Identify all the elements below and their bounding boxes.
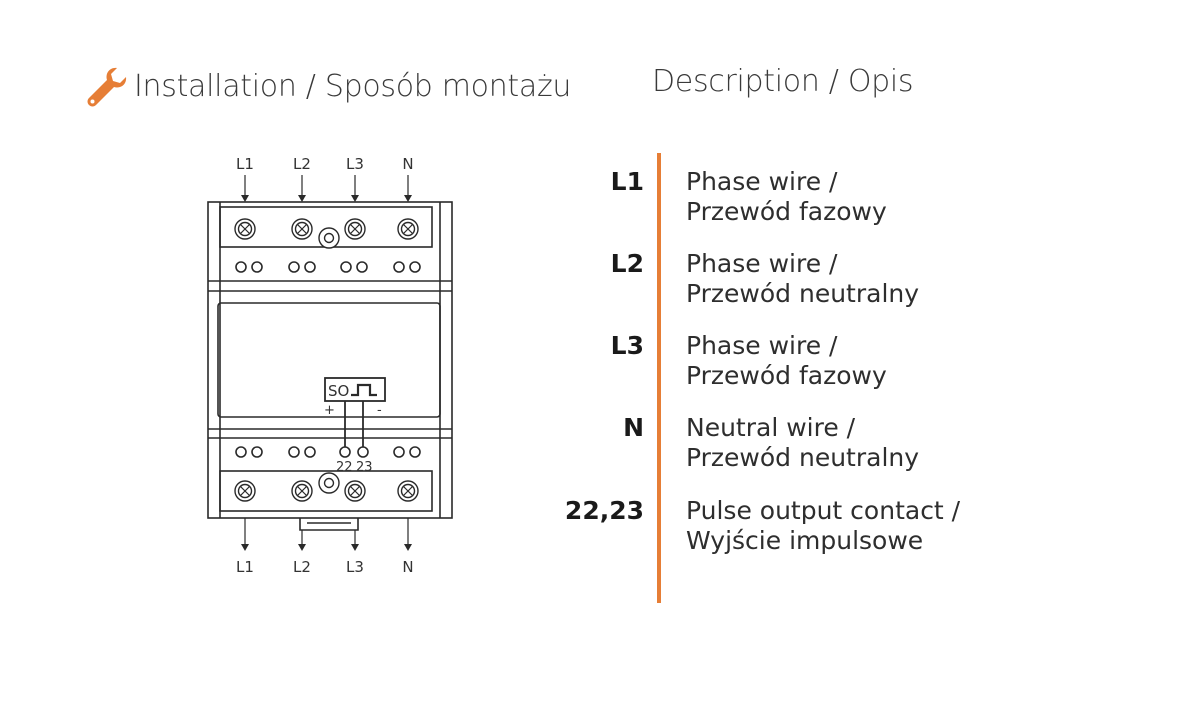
description-item-n: N Neutral wire / Przewód neutralny xyxy=(0,413,1200,483)
description-line-2: Przewód fazowy xyxy=(686,361,887,390)
meter-wiring-diagram: L1 L2 L3 N xyxy=(207,155,453,576)
installation-title: Installation / Sposób montażu xyxy=(134,68,572,104)
description-line-2: Przewód neutralny xyxy=(686,443,920,472)
description-text: Phase wire / Przewód fazowy xyxy=(686,167,887,227)
description-code: L1 xyxy=(610,167,644,196)
top-label-n: N xyxy=(402,155,413,173)
so-minus-label: - xyxy=(377,403,382,418)
description-code: L3 xyxy=(610,331,644,360)
so-pulse-output: SO + - xyxy=(324,377,386,448)
description-line-1: Phase wire / xyxy=(686,249,838,278)
description-code: 22,23 xyxy=(564,496,644,525)
bottom-label-l2: L2 xyxy=(293,558,311,576)
description-code: L2 xyxy=(610,249,644,278)
description-item-pulse: 22,23 Pulse output contact / Wyjście imp… xyxy=(0,496,1200,566)
description-item-l2: L2 Phase wire / Przewód neutralny xyxy=(0,249,1200,319)
description-text: Pulse output contact / Wyjście impulsowe xyxy=(686,496,960,556)
description-text: Neutral wire / Przewód neutralny xyxy=(686,413,919,473)
description-heading: Description / Opis xyxy=(652,64,914,99)
top-label-l3: L3 xyxy=(346,155,364,173)
bottom-label-l1: L1 xyxy=(236,558,254,576)
description-code: N xyxy=(623,413,644,442)
installation-heading: Installation / Sposób montażu xyxy=(84,64,571,108)
bottom-label-l3: L3 xyxy=(346,558,364,576)
wrench-icon xyxy=(87,67,127,107)
description-line-1: Phase wire / xyxy=(686,167,838,196)
description-line-1: Phase wire / xyxy=(686,331,838,360)
so-plus-label: + xyxy=(324,403,335,418)
description-line-2: Wyjście impulsowe xyxy=(686,526,924,555)
description-divider xyxy=(657,153,661,603)
description-item-l1: L1 Phase wire / Przewód fazowy xyxy=(0,167,1200,237)
description-text: Phase wire / Przewód neutralny xyxy=(686,249,919,309)
description-text: Phase wire / Przewód fazowy xyxy=(686,331,887,391)
description-line-2: Przewód fazowy xyxy=(686,197,887,226)
top-terminal-holes xyxy=(235,261,421,273)
top-label-l1: L1 xyxy=(236,155,254,173)
contact-label-22: 22 xyxy=(336,460,353,475)
contact-label-23: 23 xyxy=(356,460,373,475)
description-line-1: Pulse output contact / xyxy=(686,496,961,525)
bottom-terminal-holes xyxy=(235,446,421,458)
description-line-1: Neutral wire / xyxy=(686,413,856,442)
description-item-l3: L3 Phase wire / Przewód fazowy xyxy=(0,331,1200,401)
bottom-label-n: N xyxy=(402,558,413,576)
description-line-2: Przewód neutralny xyxy=(686,279,920,308)
so-label: SO xyxy=(328,382,349,400)
top-label-l2: L2 xyxy=(293,155,311,173)
